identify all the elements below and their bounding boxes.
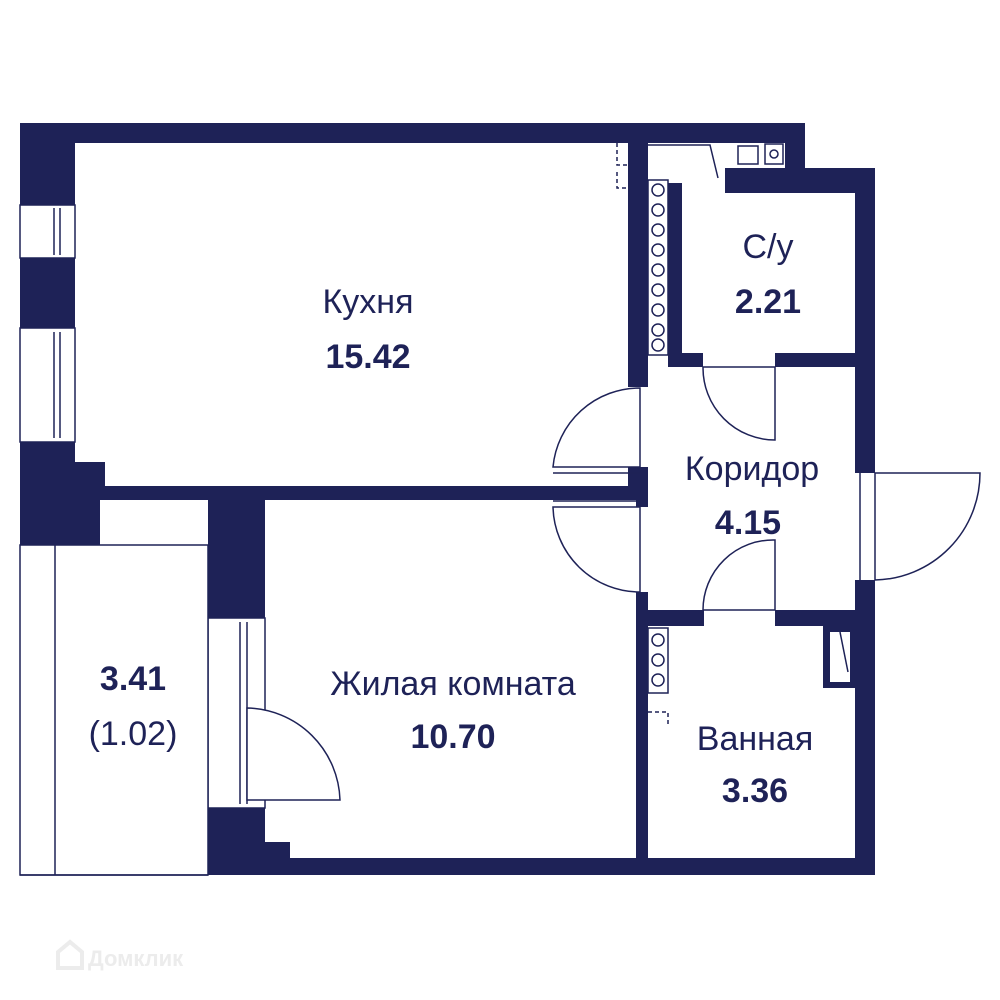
kitchen-floor — [75, 143, 628, 462]
vent-shaft-bath — [647, 627, 669, 694]
su-floor — [682, 193, 855, 353]
wall-su-bottom-right — [775, 353, 860, 367]
wall-bottom — [208, 858, 875, 875]
wall-top — [20, 123, 805, 143]
wall-left-mid — [20, 258, 75, 328]
door-kitchen — [552, 387, 641, 468]
wall-column — [208, 486, 265, 618]
wall-su-bottom-left — [668, 353, 703, 367]
su-name: С/у — [743, 228, 794, 266]
wall-bottom-left-block — [208, 808, 265, 875]
watermark-text: Домклик — [88, 946, 184, 971]
balcony — [19, 544, 209, 876]
wall-bottom-step — [258, 842, 290, 862]
kitchen-name: Кухня — [323, 283, 414, 321]
balcony-area: 3.41 — [100, 660, 166, 698]
wall-right-lower — [855, 580, 875, 875]
door-balcony — [246, 707, 341, 801]
wall-bath-divider — [636, 610, 648, 860]
kitchen-floor-2 — [105, 443, 628, 486]
wall-corridor-bottom-mid — [638, 610, 704, 626]
house-logo-icon — [56, 939, 84, 970]
living-floor-2 — [290, 842, 636, 858]
living-name: Жилая комната — [330, 665, 576, 703]
wall-right-su — [855, 168, 875, 473]
door-entrance — [874, 472, 981, 581]
window-kitchen-1 — [19, 204, 76, 259]
watermark: Домклик — [56, 939, 184, 971]
wall-kitchen-living — [20, 486, 640, 500]
wall-left-top — [20, 123, 75, 205]
doors — [246, 366, 981, 801]
bath-floor — [648, 626, 823, 858]
shaft-top-floor — [648, 143, 725, 183]
niche-inner — [830, 632, 850, 682]
walls — [20, 123, 875, 875]
wall-kitchen-door-jamb — [628, 467, 648, 507]
window-kitchen-2 — [19, 327, 76, 443]
living-area: 10.70 — [410, 718, 495, 756]
kitchen-area: 15.42 — [325, 338, 410, 376]
bath-floor-2 — [823, 688, 855, 858]
balcony-reduced-area: (1.02) — [89, 715, 178, 753]
bath-name: Ванная — [697, 720, 813, 758]
corridor-area: 4.15 — [715, 504, 781, 542]
su-area: 2.21 — [735, 283, 801, 321]
door-su — [702, 366, 776, 441]
wall-shaft-column — [628, 143, 648, 387]
corridor-name: Коридор — [685, 450, 819, 488]
wall-upper-right — [725, 168, 875, 193]
wall-left-step — [75, 462, 105, 490]
wall-corridor-bottom-right — [775, 610, 860, 626]
wall-su-left — [668, 183, 682, 365]
door-bath — [702, 539, 776, 611]
vent-shaft-kitchen — [647, 179, 669, 356]
bath-area: 3.36 — [722, 772, 788, 810]
fixtures — [616, 143, 849, 725]
labels: Кухня 15.42 С/у 2.21 Коридор 4.15 Жилая … — [89, 228, 820, 810]
door-living — [552, 506, 641, 593]
balcony-outline — [19, 544, 209, 876]
